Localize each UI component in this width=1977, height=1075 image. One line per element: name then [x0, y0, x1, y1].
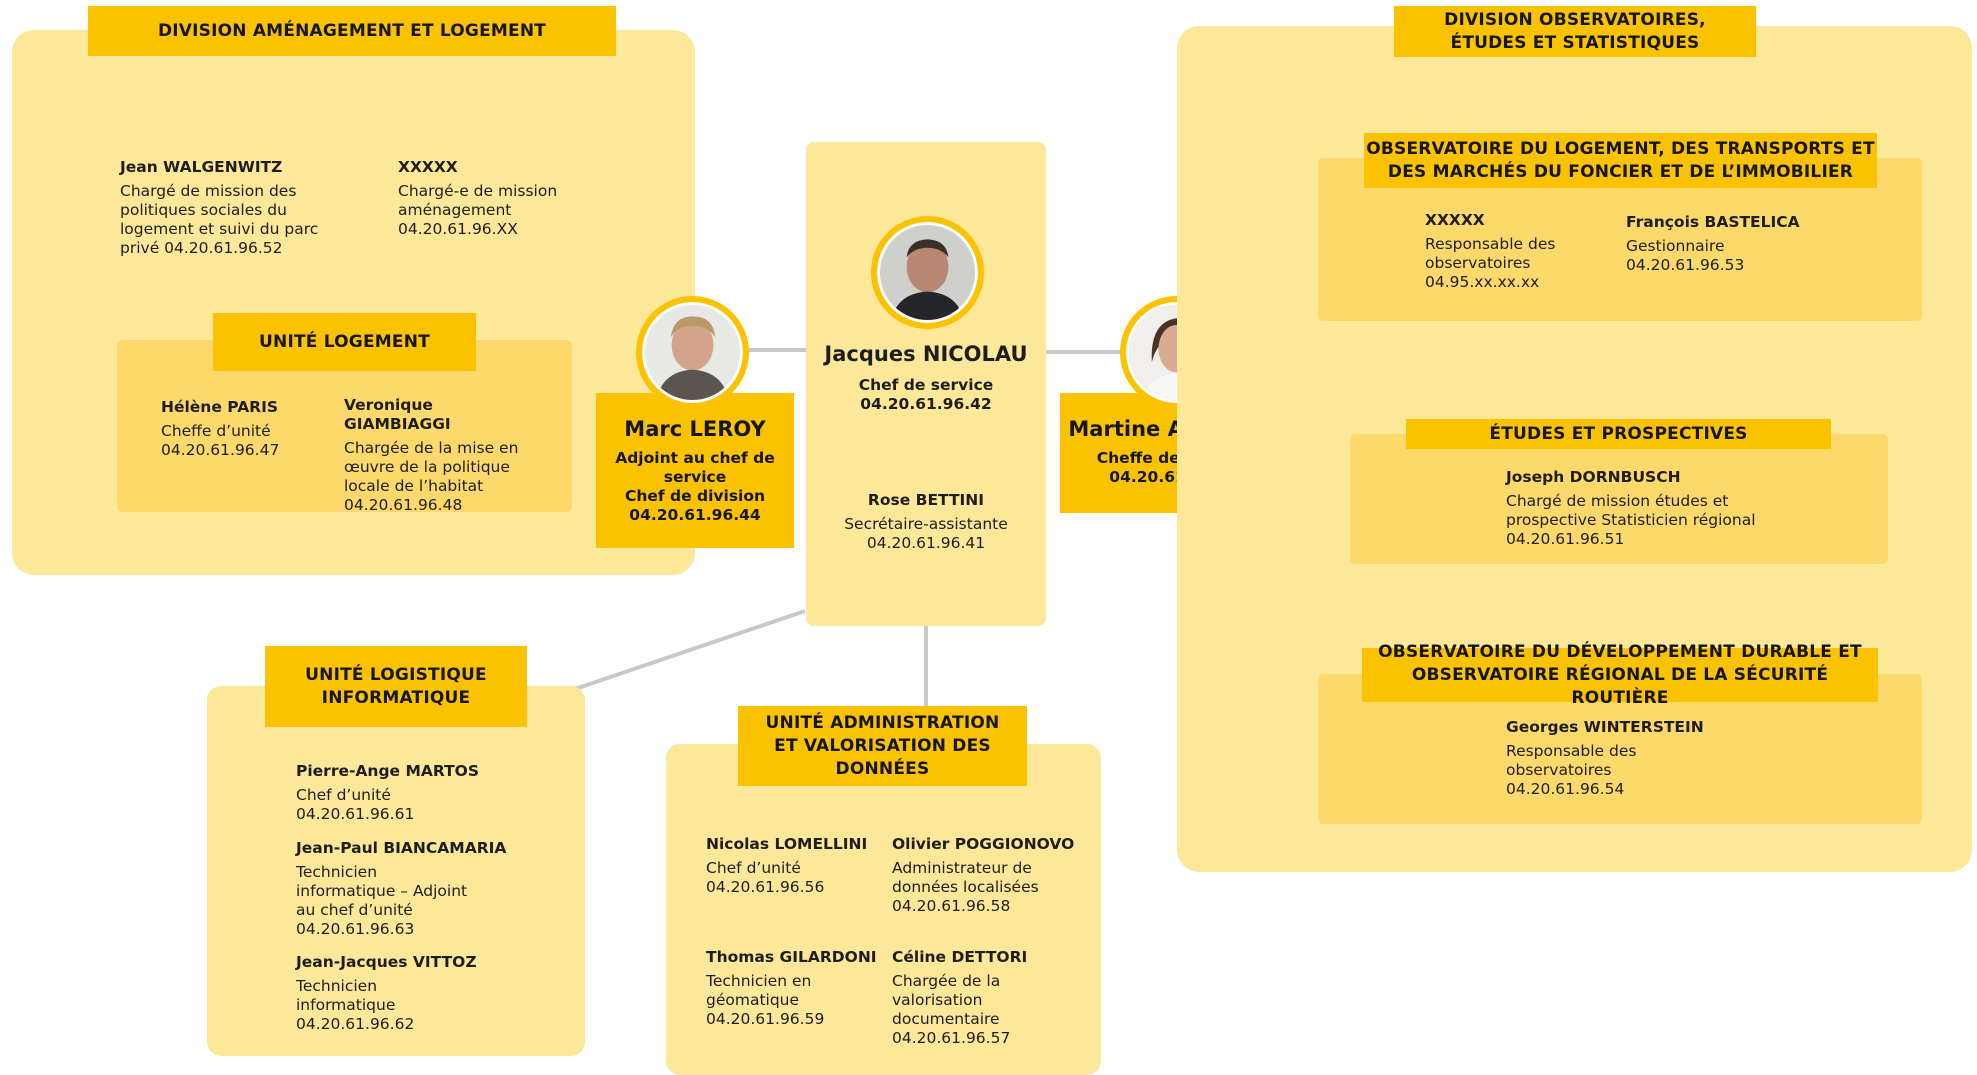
person-name: Jean-Jacques VITTOZ: [296, 953, 477, 971]
chief-name: Jacques NICOLAU: [824, 342, 1028, 366]
person-desc: Responsable des observatoires: [1425, 235, 1556, 272]
deputy-photo-avatar: [636, 296, 749, 409]
person-name: Veronique GIAMBIAGGI: [344, 396, 451, 433]
connector-left: [740, 348, 810, 352]
title-line: INFORMATIQUE: [321, 687, 471, 708]
title-line: ET VALORISATION DES: [774, 735, 991, 756]
person-biancamaria: Jean-Paul BIANCAMARIA Technicien informa…: [296, 839, 507, 939]
title-line: OBSERVATOIRE RÉGIONAL DE LA SÉCURITÉ ROU…: [1411, 664, 1829, 708]
unite-logistique-title: UNITÉ LOGISTIQUE INFORMATIQUE: [265, 646, 527, 727]
person-phone: 04.20.61.96.56: [706, 878, 825, 896]
person-name: Thomas GILARDONI: [706, 948, 877, 966]
person-xxxxx-observatoires: XXXXX Responsable des observatoires 04.9…: [1425, 211, 1585, 292]
connector-bottom: [924, 620, 928, 710]
unite-logistique-panel: [207, 686, 585, 1056]
person-name: Georges WINTERSTEIN: [1506, 718, 1704, 736]
etudes-panel: [1350, 434, 1888, 564]
unite-administration-title: UNITÉ ADMINISTRATION ET VALORISATION DES…: [738, 706, 1027, 786]
person-desc: Technicien informatique: [296, 977, 396, 1014]
person-phone: 04.20.61.96.58: [892, 897, 1011, 915]
person-name: Hélène PARIS: [161, 398, 279, 416]
title-line: UNITÉ LOGISTIQUE: [305, 664, 487, 685]
person-winterstein: Georges WINTERSTEIN Responsable des obse…: [1506, 718, 1706, 799]
person-dettori: Céline DETTORI Chargée de la valorisatio…: [892, 948, 1027, 1048]
connector-right: [1040, 350, 1130, 354]
chief-phone: 04.20.61.96.42: [860, 395, 992, 413]
chief-photo-avatar: [871, 216, 984, 329]
person-name: Pierre-Ange MARTOS: [296, 762, 480, 780]
person-name: Olivier POGGIONOVO: [892, 835, 1075, 853]
title-line: DES MARCHÉS DU FONCIER ET DE L’IMMOBILIE…: [1387, 161, 1854, 182]
person-desc: Cheffe d’unité: [161, 422, 271, 440]
secretary-phone: 04.20.61.96.41: [866, 534, 986, 552]
obs-dev-title: OBSERVATOIRE DU DÉVELOPPEMENT DURABLE ET…: [1362, 642, 1878, 708]
deputy-role2: Chef de division: [624, 487, 766, 505]
person-desc: Chargé-e de mission aménagement: [398, 182, 558, 219]
title-line: ÉTUDES ET STATISTIQUES: [1450, 32, 1700, 53]
person-name: XXXXX: [398, 158, 458, 176]
person-giambiaggi: Veronique GIAMBIAGGI Chargée de la mise …: [344, 396, 534, 515]
secretary-info: Rose BETTINI Secrétaire-assistante 04.20…: [806, 491, 1046, 553]
person-desc: Chef d’unité: [296, 786, 391, 804]
person-phone: 04.20.61.96.61: [296, 805, 415, 823]
person-desc: Chargée de la mise en œuvre de la politi…: [344, 439, 519, 495]
title-line: OBSERVATOIRE DU LOGEMENT, DES TRANSPORTS…: [1366, 138, 1875, 159]
secretary-desc: Secrétaire-assistante: [844, 515, 1008, 533]
person-desc: Administrateur de données localisées: [892, 859, 1039, 896]
person-phone: 04.20.61.96.62: [296, 1015, 415, 1033]
person-desc: Chargée de la valorisation documentaire: [892, 972, 1001, 1028]
unite-administration-panel: [666, 744, 1101, 1075]
person-desc: Gestionnaire: [1626, 237, 1725, 255]
title-line: UNITÉ ADMINISTRATION: [765, 712, 1000, 733]
obs-logement-title: OBSERVATOIRE DU LOGEMENT, DES TRANSPORTS…: [1364, 133, 1877, 188]
chief-info: Jacques NICOLAU Chef de service 04.20.61…: [806, 342, 1046, 414]
deputy-card: Marc LEROY Adjoint au chef de service Ch…: [596, 393, 794, 548]
title-line: OBSERVATOIRE DU DÉVELOPPEMENT DURABLE ET: [1378, 641, 1862, 662]
person-poggionovo: Olivier POGGIONOVO Administrateur de don…: [892, 835, 1075, 916]
person-desc: Technicien informatique – Adjoint au che…: [296, 863, 468, 938]
person-lomellini: Nicolas LOMELLINI Chef d’unité 04.20.61.…: [706, 835, 881, 897]
person-name: Céline DETTORI: [892, 948, 1028, 966]
person-phone: 04.20.61.96.XX: [398, 220, 518, 238]
unite-logement-title: UNITÉ LOGEMENT: [213, 313, 476, 371]
person-name: Jean WALGENWITZ: [120, 158, 283, 176]
person-vittoz: Jean-Jacques VITTOZ Technicien informati…: [296, 953, 477, 1034]
secretary-name: Rose BETTINI: [867, 491, 985, 509]
person-walgenwitz: Jean WALGENWITZ Chargé de mission des po…: [120, 158, 325, 258]
person-name: Jean-Paul BIANCAMARIA: [296, 839, 507, 857]
person-phone: 04.20.61.96.47: [161, 441, 280, 459]
person-name: Nicolas LOMELLINI: [706, 835, 868, 853]
person-name: XXXXX: [1425, 211, 1485, 229]
deputy-role: Adjoint au chef de service: [615, 449, 775, 486]
division-observatoires-title: DIVISION OBSERVATOIRES, ÉTUDES ET STATIS…: [1394, 6, 1756, 57]
person-dornbusch: Joseph DORNBUSCH Chargé de mission étude…: [1506, 468, 1776, 549]
etudes-title: ÉTUDES ET PROSPECTIVES: [1406, 419, 1831, 449]
person-desc: Responsable des observatoires: [1506, 742, 1637, 779]
person-desc: Chef d’unité: [706, 859, 801, 877]
person-desc: Technicien en géomatique: [706, 972, 812, 1009]
person-name: Joseph DORNBUSCH: [1506, 468, 1681, 486]
person-xxxxx-amenagement: XXXXX Chargé-e de mission aménagement 04…: [398, 158, 578, 239]
person-desc: Chargé de mission des politiques sociale…: [120, 182, 319, 257]
division-amenagement-title: DIVISION AMÉNAGEMENT ET LOGEMENT: [88, 6, 616, 56]
title-line: DIVISION OBSERVATOIRES,: [1444, 9, 1706, 30]
title-line: DONNÉES: [835, 758, 930, 779]
person-desc: Chargé de mission études et prospective …: [1506, 492, 1756, 529]
person-phone: 04.20.61.96.48: [344, 496, 463, 514]
person-paris: Hélène PARIS Cheffe d’unité 04.20.61.96.…: [161, 398, 321, 460]
chief-role: Chef de service: [858, 376, 994, 394]
person-bastelica: François BASTELICA Gestionnaire 04.20.61…: [1626, 213, 1806, 275]
person-phone: 04.95.xx.xx.xx: [1425, 273, 1540, 291]
deputy-name: Marc LEROY: [624, 417, 766, 441]
person-martos: Pierre-Ange MARTOS Chef d’unité 04.20.61…: [296, 762, 526, 824]
person-name: François BASTELICA: [1626, 213, 1800, 231]
person-phone: 04.20.61.96.54: [1506, 780, 1625, 798]
connector-diagonal: [574, 609, 806, 691]
person-phone: 04.20.61.96.53: [1626, 256, 1745, 274]
person-phone: 04.20.61.96.57: [892, 1029, 1011, 1047]
deputy-phone: 04.20.61.96.44: [629, 506, 761, 524]
person-phone: 04.20.61.96.51: [1506, 530, 1625, 548]
person-gilardoni: Thomas GILARDONI Technicien en géomatiqu…: [706, 948, 877, 1029]
person-phone: 04.20.61.96.59: [706, 1010, 825, 1028]
